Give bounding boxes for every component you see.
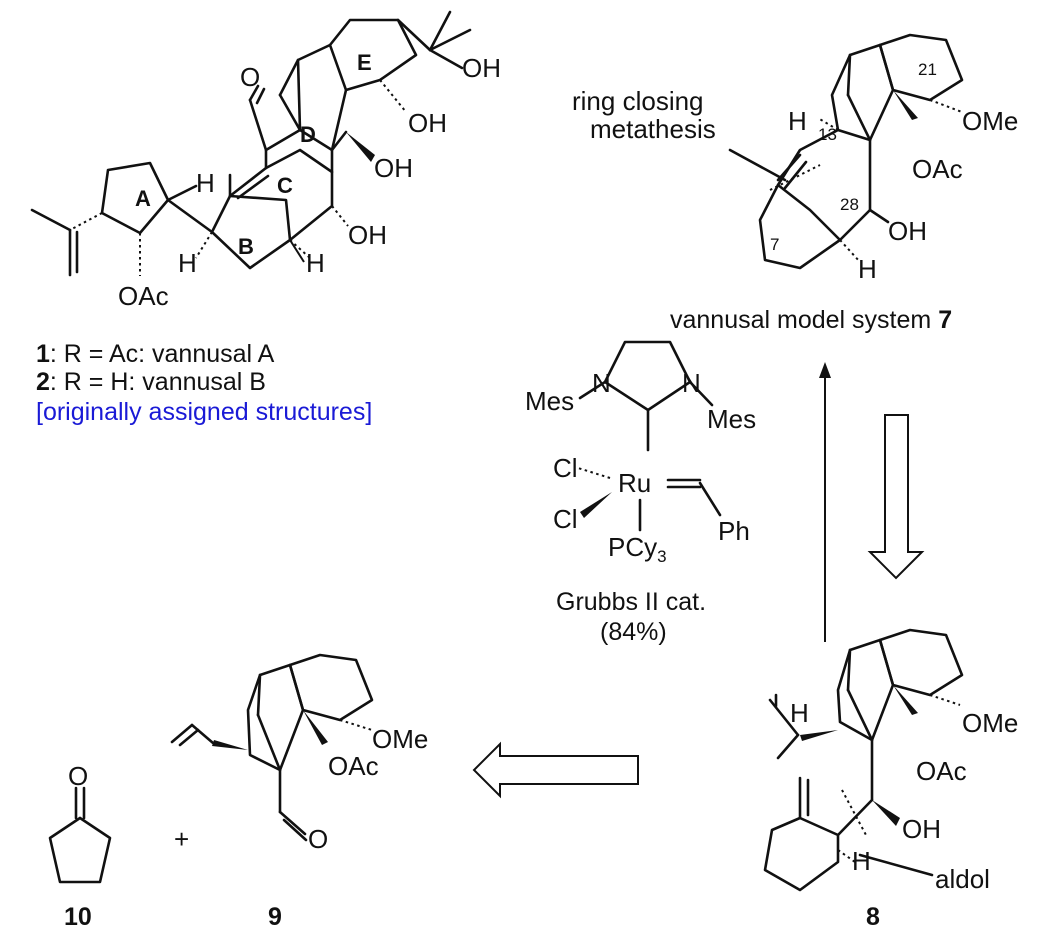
pcy-subscript: 3 [657, 547, 666, 566]
forward-arrowhead [819, 362, 831, 378]
c8-h-bottom: H [852, 846, 871, 876]
c9-oac: OAc [328, 751, 379, 781]
n-right: N [682, 368, 701, 398]
catalyst-yield: (84%) [600, 618, 667, 646]
c1-oh-wedge: OH [374, 153, 413, 183]
cl-top: Cl [553, 453, 578, 483]
retro-arrow-left [472, 741, 639, 799]
c1-h-a: H [196, 168, 215, 198]
ph-group: Ph [718, 516, 750, 546]
c9-aldehyde-o: O [308, 824, 328, 854]
ru-atom: Ru [618, 468, 651, 498]
pcy-text: PCy [608, 532, 657, 562]
caption-text-2: : R = H: vannusal B [50, 368, 266, 396]
cmpd-label-10: 10 [64, 903, 92, 931]
locant-7: 7 [770, 235, 779, 254]
grubbs-ii-structure [577, 340, 722, 532]
locant-13: 13 [818, 125, 837, 144]
ring-label-b: B [238, 234, 254, 259]
c7-h-bottom: H [858, 254, 877, 284]
c7-oac: OAc [912, 154, 963, 184]
c1-oh-e: OH [408, 108, 447, 138]
plus-sign: + [174, 824, 189, 854]
c1-oh-top: OH [462, 53, 501, 83]
vannusal-structure [30, 10, 472, 277]
n-left: N [592, 368, 611, 398]
ring-label-e: E [357, 50, 372, 75]
compound-9 [170, 653, 374, 842]
mes-left: Mes [525, 386, 574, 416]
locant-21: 21 [918, 60, 937, 79]
model-system-caption: vannusal model system 7 [670, 306, 952, 334]
c1-aldehyde-o: O [240, 62, 260, 92]
c1-oac: OAc [118, 281, 169, 311]
c8-oh: OH [902, 814, 941, 844]
caption-vannusal-a: 1: R = Ac: vannusal A [36, 340, 275, 368]
retro-arrow-down [867, 414, 925, 580]
c1-h-b: H [178, 248, 197, 278]
model-system-7 [728, 33, 964, 270]
c7-ome: OMe [962, 106, 1018, 136]
c1-oh-c: OH [348, 220, 387, 250]
c9-ome: OMe [372, 724, 428, 754]
model-system-num: 7 [938, 306, 952, 334]
c8-h-top: H [790, 698, 809, 728]
locant-28: 28 [840, 195, 859, 214]
c7-h: H [788, 106, 807, 136]
c10-ketone-o: O [68, 761, 88, 791]
cmpd-label-9: 9 [268, 903, 282, 931]
mes-right: Mes [707, 404, 756, 434]
caption-vannusal-b: 2: R = H: vannusal B [36, 368, 266, 396]
caption-num-1: 1 [36, 340, 50, 368]
rcm-line2: metathesis [590, 114, 716, 144]
c1-h-c: H [306, 248, 325, 278]
ring-label-d: D [300, 122, 316, 147]
caption-num-2: 2 [36, 368, 50, 396]
model-system-text: vannusal model system [670, 306, 938, 334]
catalyst-name: Grubbs II cat. [556, 588, 706, 616]
cmpd-label-8: 8 [866, 903, 880, 931]
c8-ome: OMe [962, 708, 1018, 738]
assignment-note: [originally assigned structures] [36, 398, 372, 426]
c8-oac: OAc [916, 756, 967, 786]
ring-label-a: A [135, 186, 151, 211]
compound-8 [763, 628, 964, 892]
c7-oh: OH [888, 216, 927, 246]
caption-text-1: : R = Ac: vannusal A [50, 340, 275, 368]
cl-bottom: Cl [553, 504, 578, 534]
compound-10 [48, 786, 112, 884]
aldol-label: aldol [935, 864, 990, 894]
rcm-line1: ring closing [572, 86, 704, 116]
ring-label-c: C [277, 173, 293, 198]
pcy3-ligand: PCy3 [608, 532, 667, 566]
